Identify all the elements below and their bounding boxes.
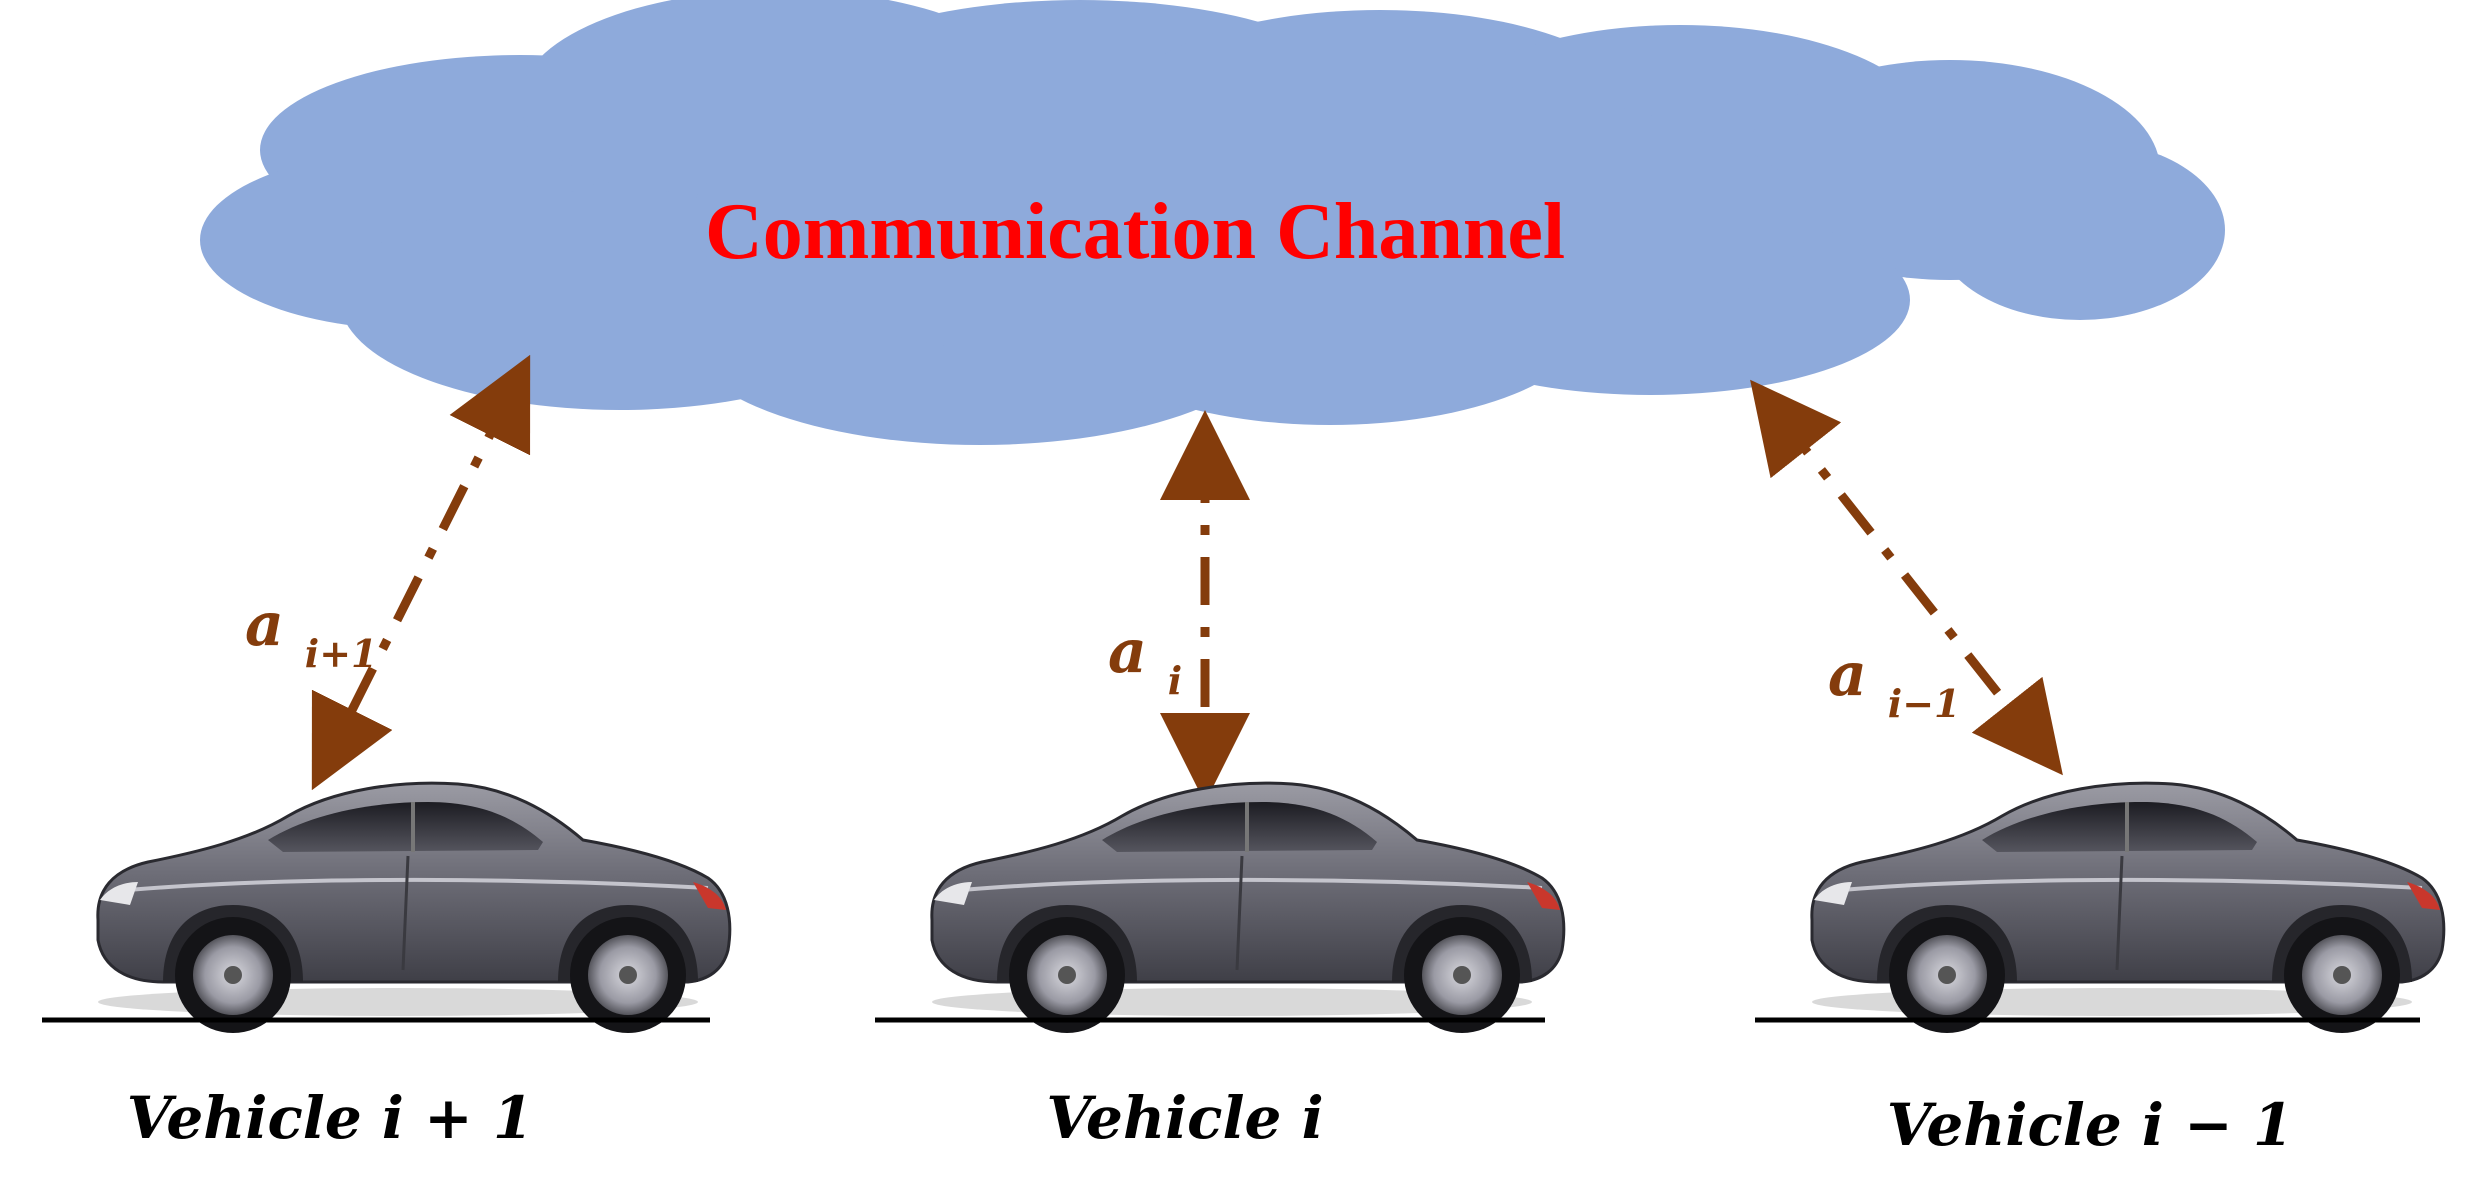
vehicle-label-i-plus-1: Vehicle i + 1 xyxy=(127,1084,534,1152)
link-label-subscript: i+1 xyxy=(305,631,378,676)
link-label-i-minus-1: a i−1 xyxy=(1828,640,1961,726)
link-label-main: a xyxy=(245,590,284,660)
car-image-vehicle-i-minus-1 xyxy=(1809,781,2446,1035)
link-label-main: a xyxy=(1108,617,1147,687)
link-label-main: a xyxy=(1828,640,1867,710)
link-label-subscript: i xyxy=(1168,658,1182,703)
cloud-title: Communication Channel xyxy=(705,188,1565,276)
link-label-subscript: i−1 xyxy=(1888,681,1961,726)
cloud-shape xyxy=(200,0,2225,445)
link-label-i-plus-1: a i+1 xyxy=(245,590,378,676)
vehicle-label-i-minus-1: Vehicle i − 1 xyxy=(1887,1091,2294,1159)
car-image-vehicle-i-plus-1 xyxy=(95,781,732,1035)
vehicle-label-i: Vehicle i xyxy=(1046,1084,1323,1152)
link-arrow-vehicle-i-plus-1 xyxy=(311,354,531,791)
link-label-i: a i xyxy=(1108,617,1182,703)
car-image-vehicle-i xyxy=(929,781,1566,1035)
link-arrow-vehicle-i-minus-1 xyxy=(1750,379,2063,776)
